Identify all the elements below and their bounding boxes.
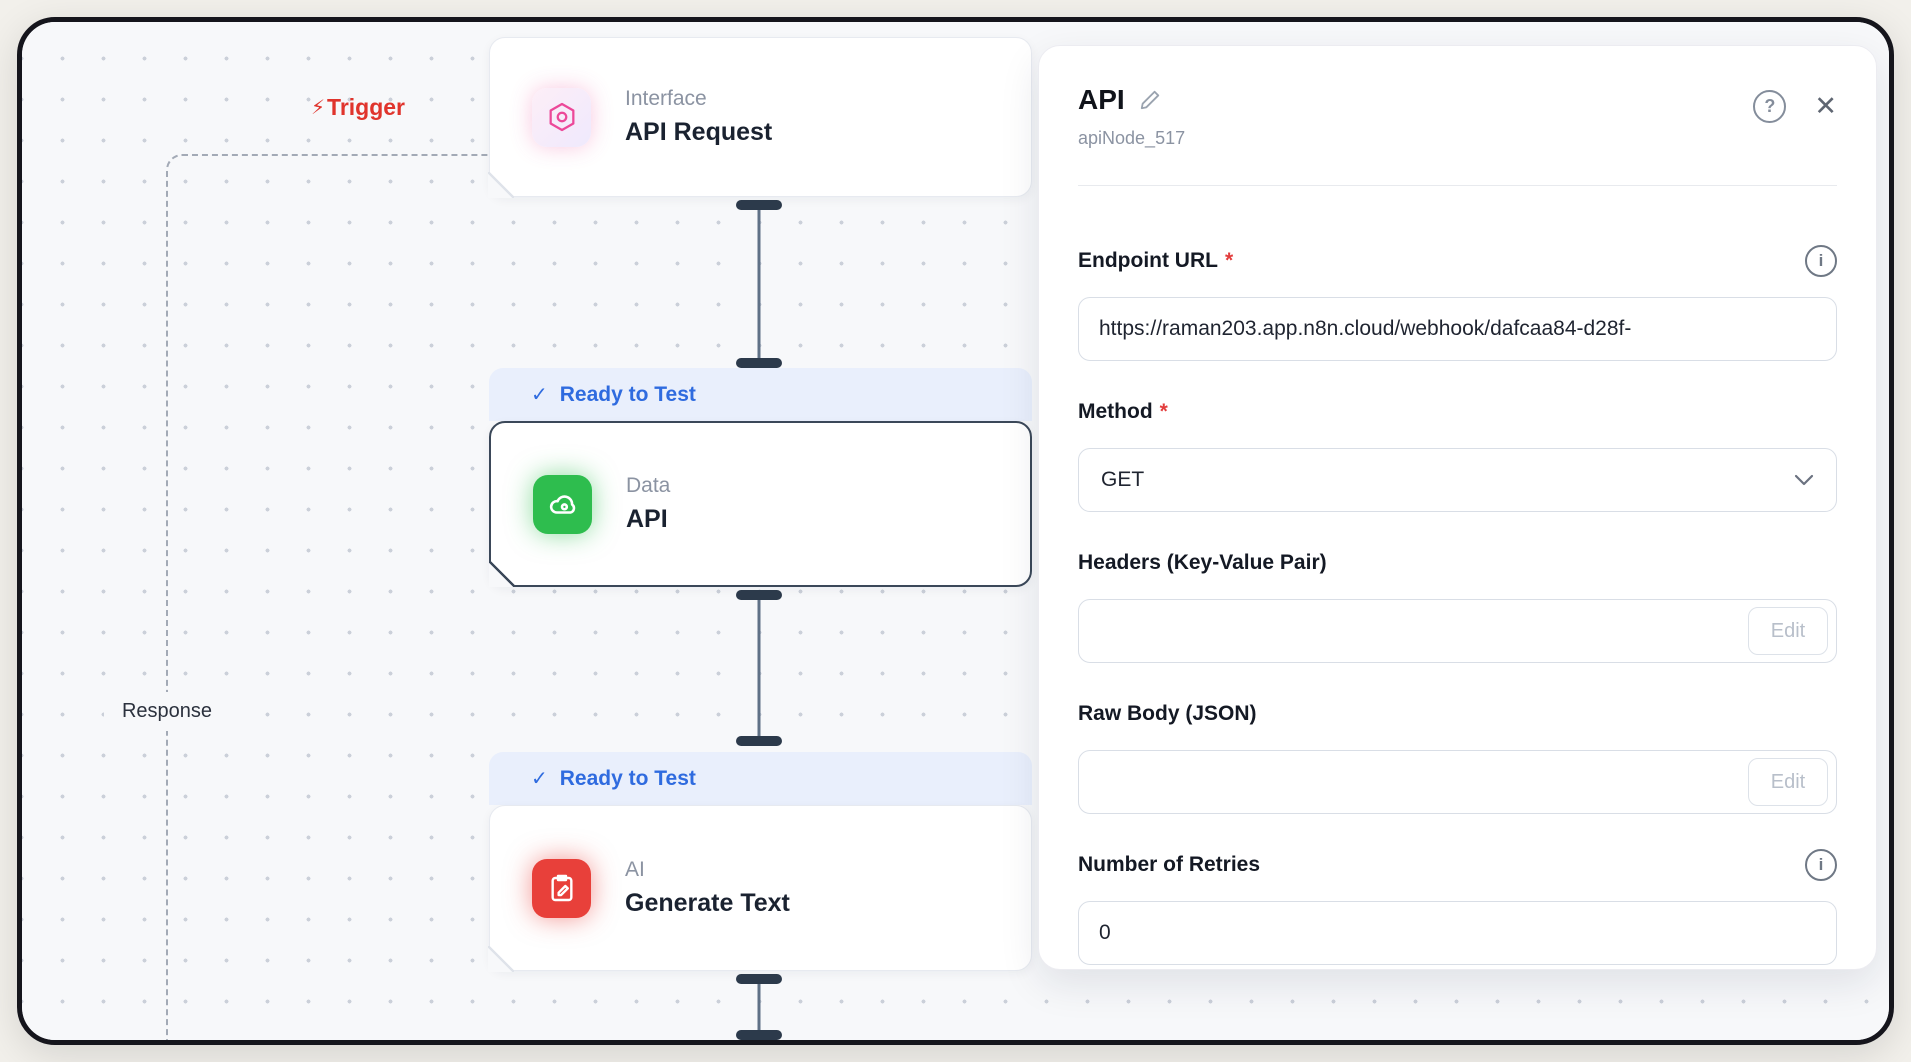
node-api-request[interactable]: Interface API Request [488,37,1032,198]
connector-line [757,594,761,742]
node-category: AI [625,858,645,881]
response-edge-label: Response [104,692,230,731]
retries-label: Number of Retries [1078,852,1261,876]
close-icon[interactable]: ✕ [1814,91,1837,121]
response-connection-line [166,154,489,1040]
help-icon[interactable]: ? [1753,90,1787,123]
connector-line [757,204,761,364]
method-select[interactable]: GET [1078,448,1837,512]
badge-label: Ready to Test [559,766,696,790]
connector-line [757,978,761,1036]
connector-data-to-ai [736,590,782,746]
panel-divider [1078,185,1837,186]
connector-handle[interactable] [736,358,782,368]
trigger-label-text: Trigger [327,94,406,120]
connector-handle[interactable] [736,974,782,984]
trigger-edge-label: ⚡ Trigger [311,94,405,121]
check-icon: ✓ [531,384,548,406]
data-cloud-node-icon [533,474,592,534]
endpoint-url-label: Endpoint URL* [1078,248,1234,272]
node-corner-notch [489,561,515,587]
node-text: Data API [626,474,670,534]
raw-body-edit-button[interactable]: Edit [1748,758,1828,806]
node-config-panel: API apiNode_517 ? ✕ Endpoint URL* [1038,45,1877,970]
node-title: Generate Text [625,889,790,917]
connector-interface-to-data [736,200,782,368]
connector-handle[interactable] [736,200,782,210]
node-corner-notch [488,172,514,198]
node-title: API [626,505,668,533]
raw-body-label-row: Raw Body (JSON) [1078,697,1837,730]
panel-title: API [1078,84,1125,115]
interface-node-icon [532,87,591,147]
method-label: Method* [1078,399,1168,423]
headers-field[interactable]: Edit [1078,599,1837,663]
retries-input[interactable] [1078,901,1837,965]
ready-to-test-badge: ✓ Ready to Test [489,752,1032,805]
headers-edit-button[interactable]: Edit [1748,607,1828,655]
lightning-icon: ⚡ [311,97,326,119]
connector-handle[interactable] [736,1030,782,1040]
edit-name-pencil-icon[interactable] [1139,89,1161,111]
connector-handle[interactable] [736,736,782,746]
node-text: Interface API Request [625,87,772,147]
check-icon: ✓ [531,768,548,790]
connector-ai-to-next [736,974,782,1040]
headers-label-row: Headers (Key-Value Pair) [1078,546,1837,579]
connector-handle[interactable] [736,590,782,600]
method-label-row: Method* [1078,395,1837,428]
node-category: Interface [625,87,707,110]
info-icon[interactable]: i [1805,848,1837,881]
raw-body-field[interactable]: Edit [1078,750,1837,814]
badge-label: Ready to Test [559,382,696,406]
ai-clipboard-node-icon [532,858,591,918]
endpoint-url-label-row: Endpoint URL* i [1078,244,1837,277]
node-category: Data [626,474,671,497]
node-text: AI Generate Text [625,858,790,918]
node-title: API Request [625,118,773,146]
required-asterisk: * [1159,399,1168,423]
node-api[interactable]: Data API [489,421,1032,587]
workflow-editor-window: ⚡ Trigger Response Interface API Request [17,17,1894,1045]
info-icon[interactable]: i [1805,244,1837,277]
node-corner-notch [488,946,514,972]
chevron-down-icon [1794,474,1814,486]
raw-body-label: Raw Body (JSON) [1078,701,1257,725]
retries-label-row: Number of Retries i [1078,848,1837,881]
method-selected-value: GET [1101,468,1145,491]
node-id-label: apiNode_517 [1078,128,1186,148]
required-asterisk: * [1224,248,1234,272]
endpoint-url-input[interactable] [1078,297,1837,361]
headers-label: Headers (Key-Value Pair) [1078,550,1327,574]
node-generate-text[interactable]: AI Generate Text [488,805,1032,972]
panel-header: API apiNode_517 ? ✕ [1078,84,1837,149]
ready-to-test-badge: ✓ Ready to Test [489,368,1032,421]
